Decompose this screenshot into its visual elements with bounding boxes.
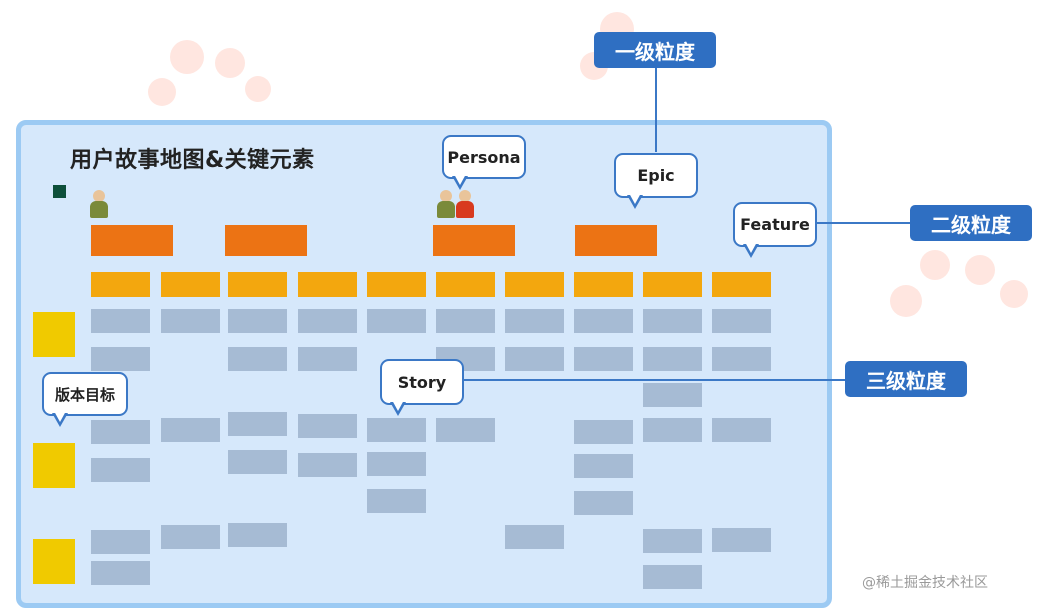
epic-callout: Epic xyxy=(614,153,698,198)
story-card xyxy=(643,565,702,589)
story-card xyxy=(436,309,495,333)
story-card xyxy=(643,383,702,407)
feature-card xyxy=(228,272,287,297)
feature-card xyxy=(161,272,220,297)
feature-card xyxy=(505,272,564,297)
feature-card xyxy=(574,272,633,297)
callout-tail xyxy=(627,193,643,209)
feature-card xyxy=(436,272,495,297)
story-card xyxy=(505,309,564,333)
feature-card xyxy=(91,272,150,297)
callout-tail xyxy=(52,411,68,427)
callout-tail xyxy=(743,242,759,258)
persona-icon xyxy=(455,190,475,218)
release-goal-card xyxy=(33,312,75,357)
story-card xyxy=(91,530,150,554)
story-card xyxy=(712,347,771,371)
feature-callout: Feature xyxy=(733,202,817,247)
epic-card xyxy=(91,225,173,256)
story-card xyxy=(367,309,426,333)
story-card xyxy=(643,309,702,333)
story-card xyxy=(298,309,357,333)
story-card xyxy=(161,525,220,549)
story-card xyxy=(91,309,150,333)
story-card xyxy=(91,561,150,585)
callout-tail xyxy=(452,174,468,190)
story-card xyxy=(367,452,426,476)
connector-line xyxy=(813,222,911,224)
watermark: @稀土掘金技术社区 xyxy=(862,575,988,591)
story-card xyxy=(505,525,564,549)
release-goal-card xyxy=(33,539,75,584)
story-card xyxy=(574,454,633,478)
epic-card xyxy=(433,225,515,256)
epic-card xyxy=(225,225,307,256)
feature-card xyxy=(643,272,702,297)
release-goal-callout: 版本目标 xyxy=(42,372,128,416)
epic-card xyxy=(575,225,657,256)
story-card xyxy=(643,529,702,553)
persona-icon xyxy=(436,190,456,218)
story-card xyxy=(643,347,702,371)
story-card xyxy=(228,412,287,436)
story-card xyxy=(712,309,771,333)
story-callout: Story xyxy=(380,359,464,405)
story-card xyxy=(505,347,564,371)
level-2-label: 二级粒度 xyxy=(910,205,1032,241)
story-card xyxy=(91,458,150,482)
connector-line xyxy=(460,379,850,381)
story-card xyxy=(228,347,287,371)
story-card xyxy=(298,347,357,371)
level-1-label: 一级粒度 xyxy=(594,32,716,68)
feature-card xyxy=(712,272,771,297)
callout-tail xyxy=(390,400,406,416)
story-card xyxy=(91,420,150,444)
story-card xyxy=(574,309,633,333)
story-card xyxy=(643,418,702,442)
persona-icon xyxy=(89,190,109,218)
story-card xyxy=(228,450,287,474)
story-card xyxy=(228,309,287,333)
release-goal-card xyxy=(33,443,75,488)
feature-card xyxy=(367,272,426,297)
story-card xyxy=(574,491,633,515)
story-card xyxy=(228,523,287,547)
story-card xyxy=(436,418,495,442)
story-card xyxy=(712,528,771,552)
persona-callout: Persona xyxy=(442,135,526,179)
board-marker xyxy=(53,185,66,198)
story-card xyxy=(367,489,426,513)
story-card xyxy=(574,347,633,371)
story-card xyxy=(712,418,771,442)
story-card xyxy=(298,453,357,477)
level-3-label: 三级粒度 xyxy=(845,361,967,397)
story-card xyxy=(161,418,220,442)
board-title: 用户故事地图&关键元素 xyxy=(70,148,315,173)
feature-card xyxy=(298,272,357,297)
story-card xyxy=(91,347,150,371)
connector-line xyxy=(655,66,657,152)
story-card xyxy=(574,420,633,444)
story-card xyxy=(161,309,220,333)
story-card xyxy=(367,418,426,442)
story-card xyxy=(298,414,357,438)
